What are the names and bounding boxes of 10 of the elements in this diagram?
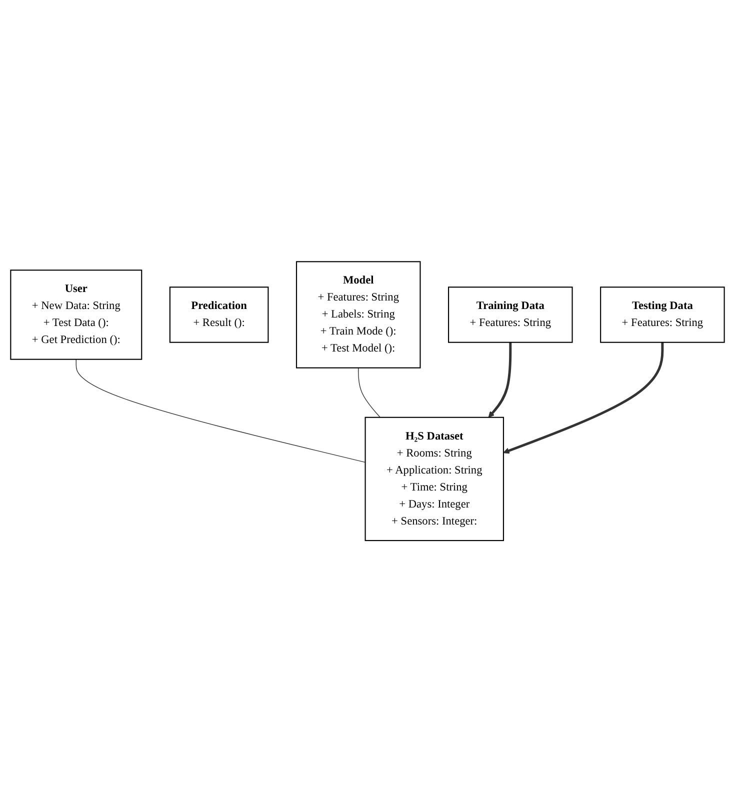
node-box: User + New Data: String + Test Data (): + Get Prediction (): xyxy=(10,270,142,360)
node-box: H₂S Dataset + Rooms: String + Application: String + Time: String + Days: Integer + Sensors: Integer: xyxy=(364,416,504,541)
connector xyxy=(76,358,366,463)
arrow xyxy=(503,342,664,454)
node-box: Testing Data + Features: String xyxy=(600,286,725,343)
node-box: Predication + Result (): xyxy=(169,286,269,343)
arrow xyxy=(488,342,512,418)
connector xyxy=(358,367,381,418)
node-box: Model + Features: String + Labels: String + Train Mode (): + Test Model (): xyxy=(296,261,421,368)
node-box: Training Data + Features: String xyxy=(448,286,573,343)
